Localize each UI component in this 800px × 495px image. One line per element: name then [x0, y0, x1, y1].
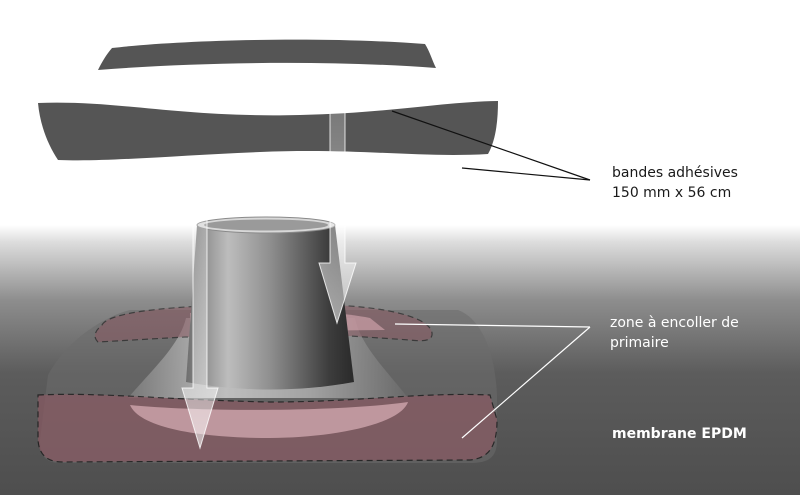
arrow-left-down: [181, 174, 219, 450]
adhesive-strip-top: [98, 39, 436, 70]
label-adhesive-tape-line1: bandes adhésives: [612, 165, 738, 181]
adhesive-strip-bottom: [38, 101, 498, 161]
pipe-opening: [204, 219, 328, 231]
label-primer-zone: zone à encoller de primaire: [610, 313, 739, 353]
pipe-body: [186, 225, 354, 390]
label-primer-zone-line1: zone à encoller de: [610, 315, 739, 331]
arrow-right-down: [318, 69, 357, 325]
label-adhesive-tape-line2: 150 mm x 56 cm: [612, 185, 732, 201]
leader-line-primer-2: [461, 326, 591, 439]
leader-line-primer-1: [394, 323, 591, 328]
label-epdm-membrane: membrane EPDM: [612, 426, 747, 442]
label-primer-zone-line2: primaire: [610, 335, 669, 351]
leader-line-tape-1: [391, 110, 591, 181]
leader-line-tape-2: [461, 167, 591, 181]
label-adhesive-tape: bandes adhésives 150 mm x 56 cm: [612, 163, 738, 203]
